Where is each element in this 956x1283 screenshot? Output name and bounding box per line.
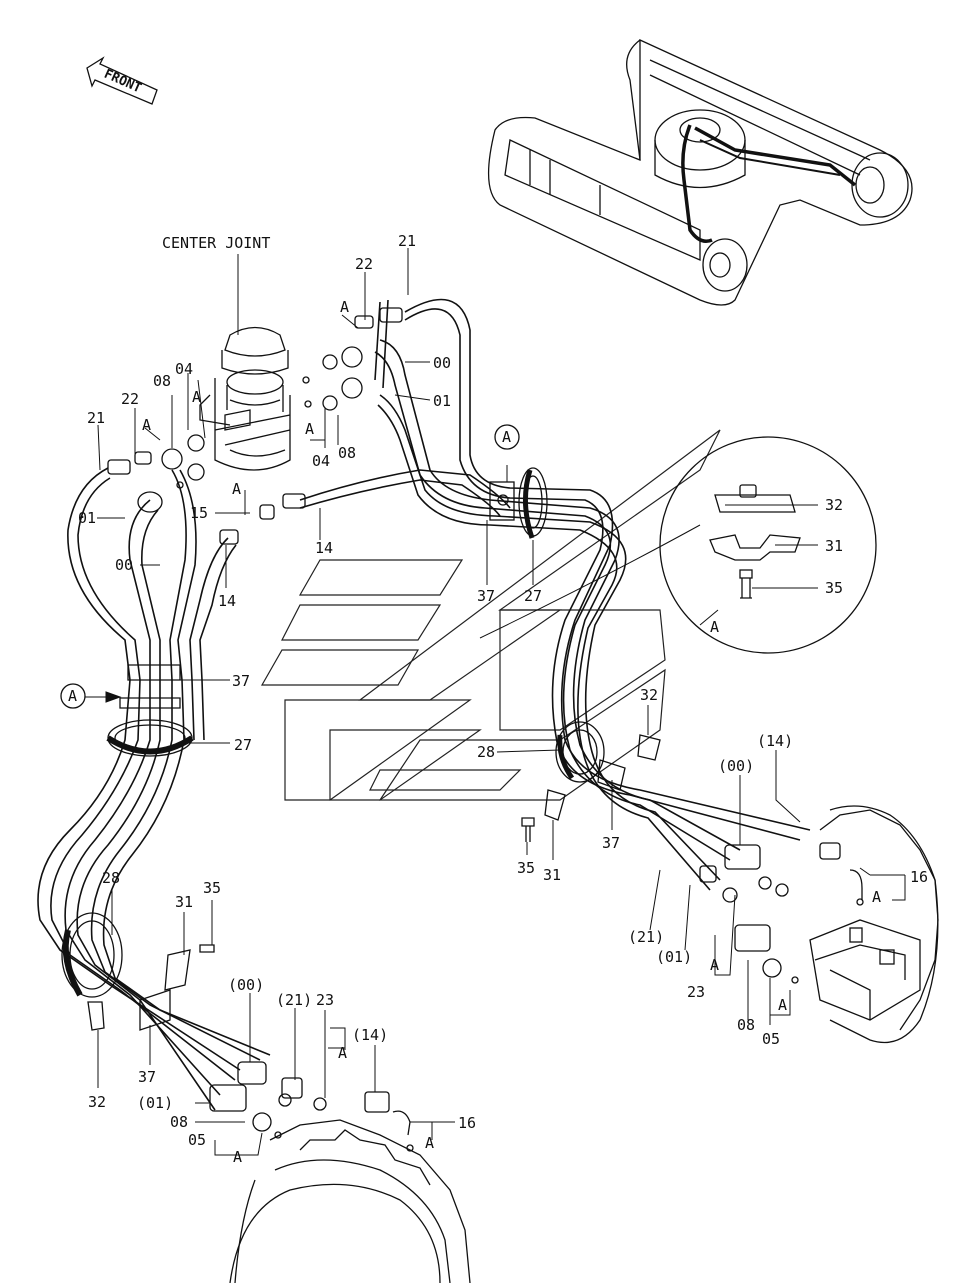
- callout-21-top: 21: [398, 232, 416, 250]
- callout-28-left: 28: [102, 869, 120, 887]
- a-left-23: A: [338, 1044, 347, 1062]
- callout-04-top: 04: [175, 360, 193, 378]
- callout-22-left: 22: [121, 390, 139, 408]
- a-left-1: A: [142, 416, 151, 434]
- callout-32-left: 32: [88, 1093, 106, 1111]
- callout-28-right: 28: [477, 743, 495, 761]
- callout-21p-left: (21): [276, 991, 312, 1009]
- callout-21p-right: (21): [628, 928, 664, 946]
- callout-32-right: 32: [640, 686, 658, 704]
- a-left-05: A: [233, 1148, 242, 1166]
- callout-05-right: 05: [762, 1030, 780, 1048]
- clamp-37-mid: [489, 481, 515, 521]
- watermark-logo: [260, 429, 721, 801]
- hoses-left-run: [37, 467, 271, 1111]
- leader-lines: [97, 248, 906, 1156]
- callout-08-top: 08: [153, 372, 171, 390]
- clamp-28-left: [61, 912, 123, 998]
- callout-23-right: 23: [687, 983, 705, 1001]
- a-mid-15: A: [232, 480, 241, 498]
- clamp-28-right: [555, 721, 605, 783]
- a-right-1: A: [872, 888, 881, 906]
- plate-32-right: [637, 734, 661, 761]
- clamp-27-left: [106, 719, 194, 757]
- detail-a-circle: [479, 436, 877, 654]
- callout-14-mid: 14: [315, 539, 333, 557]
- callout-00p-right: (00): [718, 757, 754, 775]
- clamp-37-left-b: [139, 989, 171, 1031]
- callout-00-top: 00: [433, 354, 451, 372]
- callout-37-mid: 37: [477, 587, 495, 605]
- callout-15: 15: [190, 504, 208, 522]
- callout-21-left: 21: [87, 409, 105, 427]
- callout-31-right: 31: [543, 866, 561, 884]
- callout-01-top: 01: [433, 392, 451, 410]
- clamp-27-mid: [518, 467, 548, 539]
- callout-35-right: 35: [517, 859, 535, 877]
- callout-14-left: 14: [218, 592, 236, 610]
- callout-35-left: 35: [203, 879, 221, 897]
- callout-05-left: 05: [188, 1131, 206, 1149]
- callout-01p-right: (01): [656, 948, 692, 966]
- callout-08-bot: 08: [338, 444, 356, 462]
- callout-23-left: 23: [316, 991, 334, 1009]
- a-top-1: A: [340, 298, 349, 316]
- callout-16-right: 16: [910, 868, 928, 886]
- callout-37-left: 37: [232, 672, 250, 690]
- center-joint-label: CENTER JOINT: [162, 234, 270, 252]
- callout-31-left: 31: [175, 893, 193, 911]
- callout-37-right: 37: [602, 834, 620, 852]
- callout-08-left: 08: [170, 1113, 188, 1131]
- labels: CENTER JOINT 21 22 A 00 01 04 08 A A 04 …: [78, 232, 928, 1166]
- a-marker-mid: A: [502, 428, 511, 446]
- center-joint: [199, 326, 291, 471]
- callout-00p-left: (00): [228, 976, 264, 994]
- callout-27-left: 27: [234, 736, 252, 754]
- plate-32-left: [87, 1001, 105, 1031]
- bracket-31-left: [164, 949, 191, 991]
- front-arrow: FRONT: [86, 56, 158, 105]
- callout-22-top: 22: [355, 255, 373, 273]
- left-drive: [209, 1061, 471, 1283]
- a-left-16: A: [425, 1134, 434, 1152]
- callout-00-left: 00: [115, 556, 133, 574]
- callout-08-right: 08: [737, 1016, 755, 1034]
- callout-01p-left: (01): [137, 1094, 173, 1112]
- right-drive: [699, 805, 939, 1044]
- callout-32-detail: 32: [825, 496, 843, 514]
- callout-31-detail: 31: [825, 537, 843, 555]
- callout-37-left-b: 37: [138, 1068, 156, 1086]
- circled-a-markers: A A: [60, 424, 520, 709]
- a-top-2: A: [192, 388, 201, 406]
- clamp-37-right: [597, 759, 626, 791]
- callout-14p-right: (14): [757, 732, 793, 750]
- a-right-3: A: [778, 996, 787, 1014]
- bracket-31-right: [544, 789, 566, 821]
- machine-overview: [487, 38, 913, 306]
- a-top-3: A: [305, 420, 314, 438]
- callout-16-left: 16: [458, 1114, 476, 1132]
- detail-a-label: A: [710, 618, 719, 636]
- callout-14p-left: (14): [352, 1026, 388, 1044]
- callout-01-left: 01: [78, 509, 96, 527]
- callout-04-bot: 04: [312, 452, 330, 470]
- cj-fittings: [107, 307, 403, 545]
- callout-27-mid: 27: [524, 587, 542, 605]
- a-marker-left: A: [68, 687, 77, 705]
- a-right-2: A: [710, 956, 719, 974]
- callout-35-detail: 35: [825, 579, 843, 597]
